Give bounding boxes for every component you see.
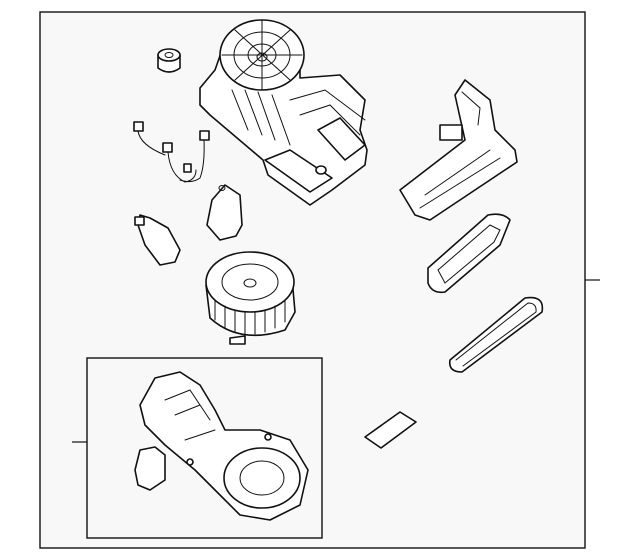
resistor[interactable] — [206, 184, 243, 241]
blower-housing-assembly[interactable] — [199, 19, 368, 206]
lower-case-assembly[interactable] — [139, 371, 309, 521]
label — [364, 411, 417, 449]
filter-seal[interactable] — [427, 213, 511, 294]
case-actuator[interactable] — [134, 446, 166, 491]
blower-motor[interactable] — [205, 251, 296, 345]
wire-harness[interactable] — [133, 121, 210, 183]
actuator[interactable] — [134, 214, 181, 266]
filter-door[interactable] — [399, 79, 518, 221]
grommet[interactable] — [157, 48, 181, 73]
filter-gasket[interactable] — [448, 296, 544, 373]
